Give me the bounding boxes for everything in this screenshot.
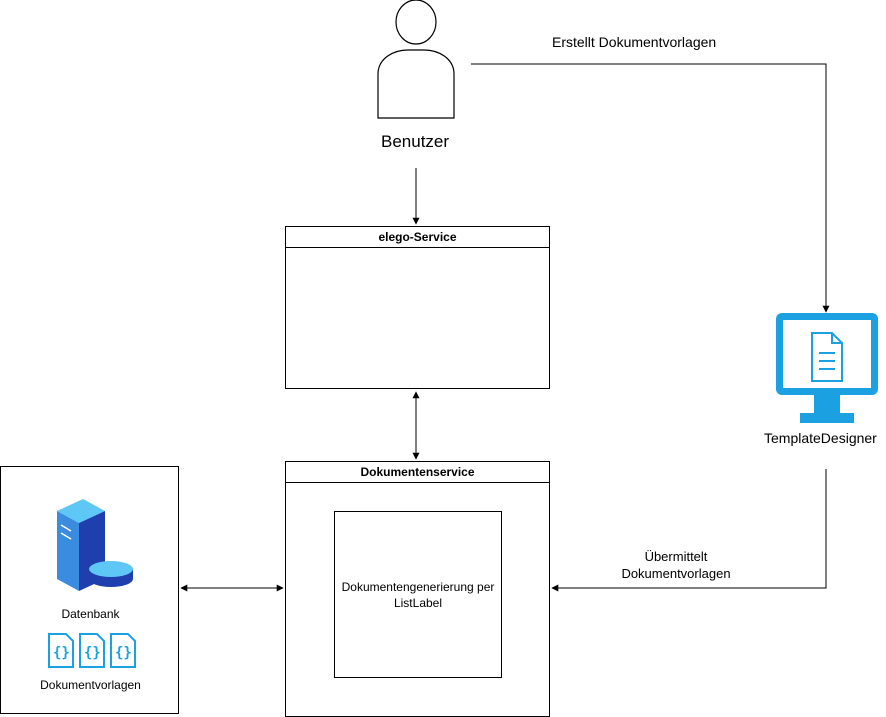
templates-label: Dokumentvorlagen [40,678,141,692]
edge-label-transmits: Übermittelt Dokumentvorlagen [616,548,736,582]
document-service-title: Dokumentenservice [286,462,549,483]
document-generation-text: Dokumentengenerierung per ListLabel [335,579,501,611]
edge-label-transmits-line2: Dokumentvorlagen [621,566,731,581]
monitor-icon [776,313,878,423]
document-generation-box[interactable]: Dokumentengenerierung per ListLabel [334,511,502,678]
svg-text:{}: {} [84,645,101,661]
document-generation-line1: Dokumentengenerierung per [341,580,495,594]
document-service-box[interactable]: Dokumentenservice Dokumentengenerierung … [285,461,550,717]
edge-user-to-designer [471,63,830,313]
actor-label: Benutzer [381,132,450,151]
edge-designer-to-doc [551,469,827,592]
database-icon [57,499,133,591]
storage-box[interactable]: Datenbank {} {} {} Dokumentvorlagen [0,466,179,714]
elego-service-title: elego-Service [286,227,549,248]
edge-label-transmits-line1: Übermittelt [644,549,708,564]
svg-text:{}: {} [115,645,132,661]
database-label: Datenbank [61,607,120,621]
elego-service-box[interactable]: elego-Service [285,226,550,389]
template-files-icon: {} {} {} [48,633,136,668]
svg-text:{}: {} [53,645,70,661]
template-designer-label: TemplateDesigner [764,430,877,446]
document-generation-line2: ListLabel [393,596,443,610]
user-icon [377,0,455,119]
edge-label-creates: Erstellt Dokumentvorlagen [552,34,717,50]
